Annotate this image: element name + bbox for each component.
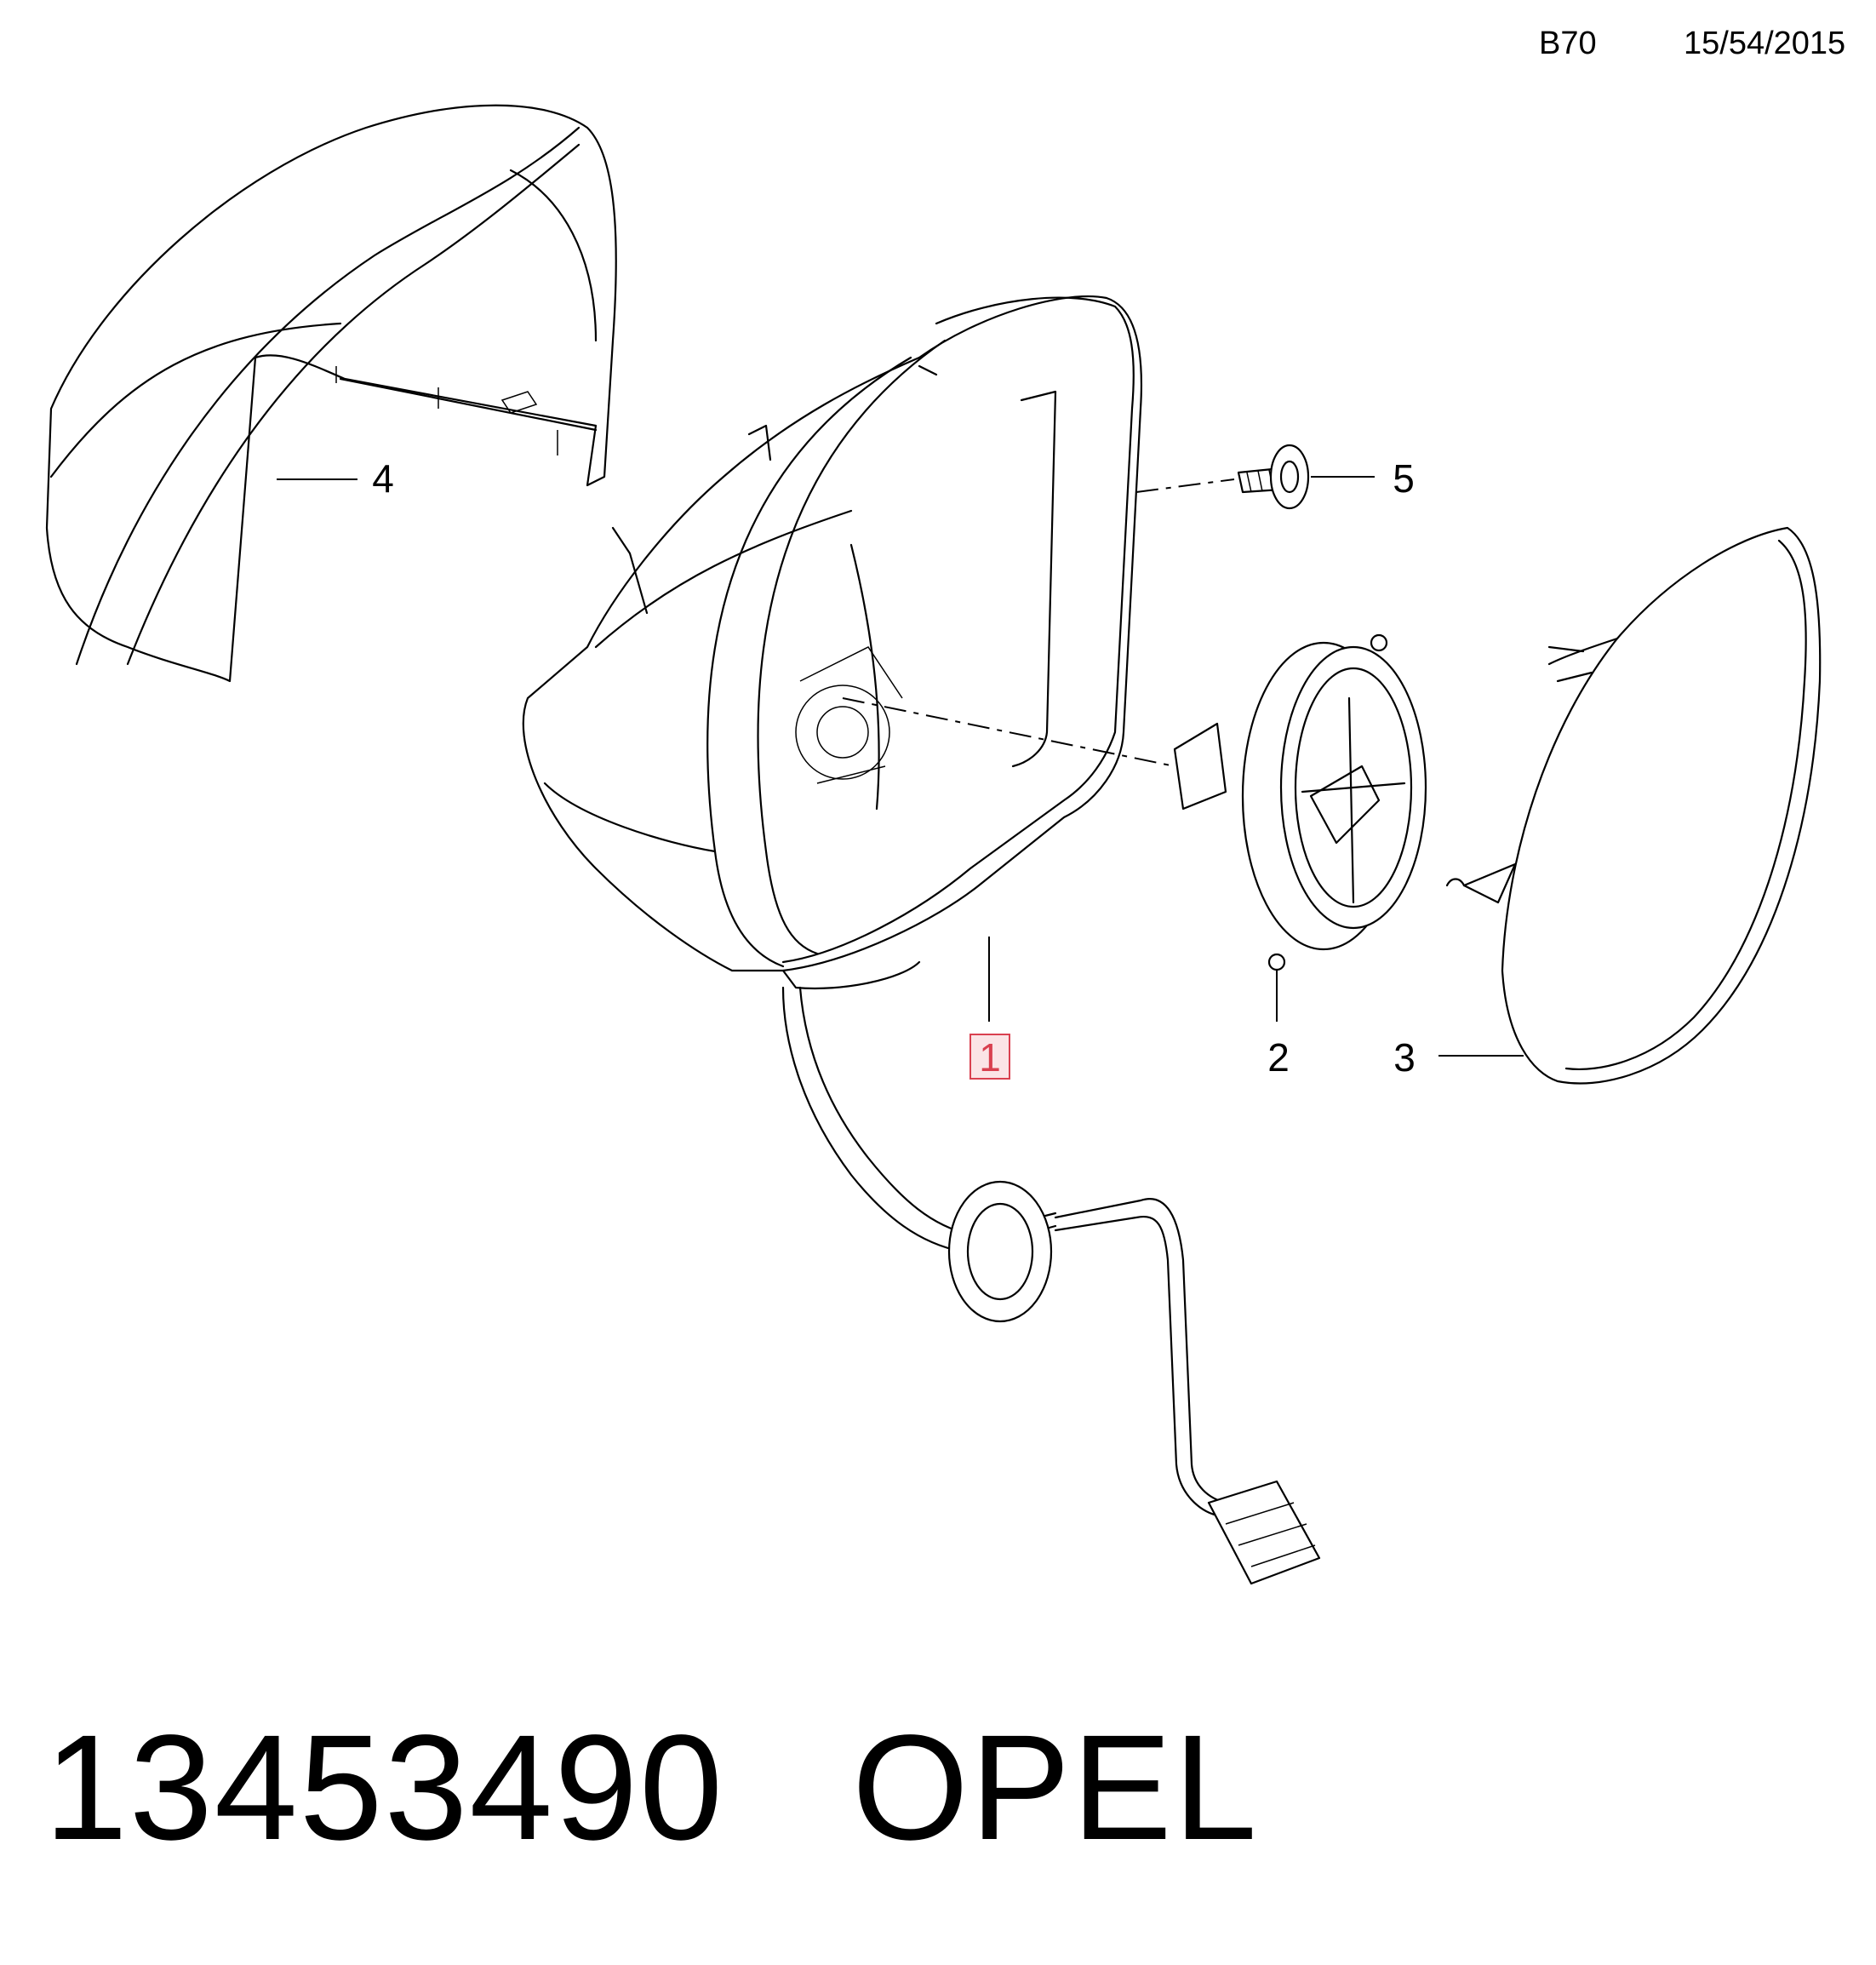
diagram-code: B70 (1539, 26, 1597, 61)
brand-name: OPEL (852, 1704, 1259, 1871)
callout-4[interactable]: 4 (372, 456, 394, 501)
callout-1[interactable]: 1 (979, 1035, 1001, 1080)
mirror-screw (1237, 444, 1310, 510)
part-number: 13453490 (44, 1704, 725, 1871)
mirror-actuator (1173, 633, 1427, 971)
mirror-glass (1445, 526, 1822, 1085)
assembly-axis-screw (1135, 478, 1235, 493)
part-caption: 13453490 OPEL (44, 1690, 1259, 1886)
diagram-date: 15/54/2015 (1684, 26, 1846, 61)
wiring-harness (781, 986, 1321, 1585)
callout-2[interactable]: 2 (1267, 1035, 1290, 1080)
callout-1-highlight (969, 1034, 1010, 1080)
callout-5[interactable]: 5 (1393, 456, 1415, 501)
callout-3[interactable]: 3 (1393, 1035, 1416, 1080)
assembly-axis-actuator (842, 697, 1175, 767)
exploded-view-diagram: 1 2 3 4 5 (45, 104, 1822, 1585)
mirror-cap (45, 104, 617, 683)
mirror-housing (522, 295, 1143, 990)
